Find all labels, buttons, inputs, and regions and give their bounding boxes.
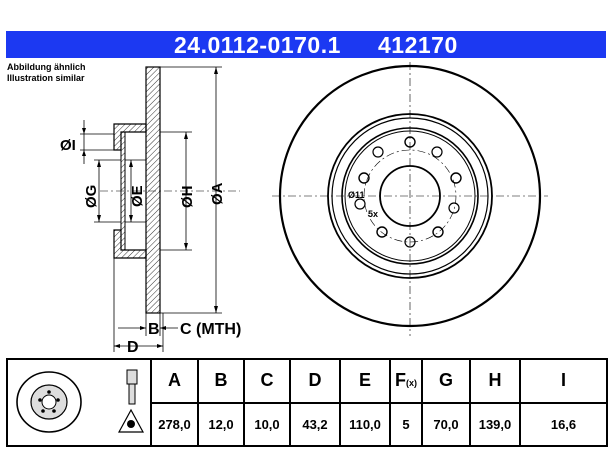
dim-label-C: C (MTH) <box>180 321 241 338</box>
center-bore <box>379 165 441 227</box>
part-number: 24.0112-0170.1 <box>174 32 341 58</box>
col-header-I: I <box>519 358 608 404</box>
bolt-holes <box>358 136 462 238</box>
dim-label-H: ØH <box>179 186 196 209</box>
col-header-C: C <box>243 358 291 404</box>
dim-label-I: ØI <box>60 137 76 154</box>
value-I: 16,6 <box>519 401 608 447</box>
value-F: 5 <box>389 401 423 447</box>
value-E: 110,0 <box>339 401 391 447</box>
value-C: 10,0 <box>243 401 291 447</box>
dim-label-G: ØG <box>83 185 100 208</box>
dim-label-E: ØE <box>129 185 146 207</box>
dim-label-B: B <box>148 321 160 338</box>
disc-outer-edge <box>278 64 542 328</box>
spec-table: A B C D E F(x) G H I 278,0 12,0 10,0 43,… <box>6 358 608 447</box>
value-D: 43,2 <box>289 401 341 447</box>
hat-outer-edge <box>341 127 479 265</box>
value-H: 139,0 <box>469 401 521 447</box>
col-header-E: E <box>339 358 391 404</box>
illustration-note: Abbildung ähnlich Illustration similar <box>7 62 86 84</box>
col-header-F-letter: F <box>395 370 406 391</box>
friction-ring-section <box>145 66 161 314</box>
side-view: ØI ØG ØE ØH ØA B <box>60 66 241 356</box>
value-B: 12,0 <box>197 401 245 447</box>
col-header-F: F(x) <box>389 358 423 404</box>
value-G: 70,0 <box>421 401 471 447</box>
hat-top-section <box>113 123 147 151</box>
bolt-hole <box>404 136 416 148</box>
disc-ring-inner-edge <box>327 113 493 279</box>
value-A: 278,0 <box>150 401 199 447</box>
col-header-B: B <box>197 358 245 404</box>
bolt-hole <box>450 172 462 184</box>
hole-count-label: 5x <box>368 209 378 219</box>
col-header-G: G <box>421 358 471 404</box>
bolt-hole <box>358 172 370 184</box>
bolt-hole <box>432 226 444 238</box>
disc-icon-cell <box>6 358 152 447</box>
bolt-hole <box>376 226 388 238</box>
col-header-A: A <box>150 358 199 404</box>
hat-bottom-section <box>113 229 147 259</box>
title-bar: 24.0112-0170.1 412170 <box>6 31 606 58</box>
col-header-F-suffix: (x) <box>406 378 417 389</box>
pcd-circle <box>363 149 457 243</box>
hole-diameter-label: Ø11 <box>348 190 365 200</box>
dim-label-D: D <box>127 339 139 356</box>
col-header-D: D <box>289 358 341 404</box>
brake-disc-icon <box>16 369 145 433</box>
front-view: Ø11 5x <box>272 62 548 336</box>
note-line-en: Illustration similar <box>7 73 85 83</box>
dim-label-A: ØA <box>209 182 226 205</box>
col-header-H: H <box>469 358 521 404</box>
wheel-bolt-holes <box>354 146 460 248</box>
note-line-de: Abbildung ähnlich <box>7 62 86 72</box>
alt-part-number: 412170 <box>378 32 458 58</box>
